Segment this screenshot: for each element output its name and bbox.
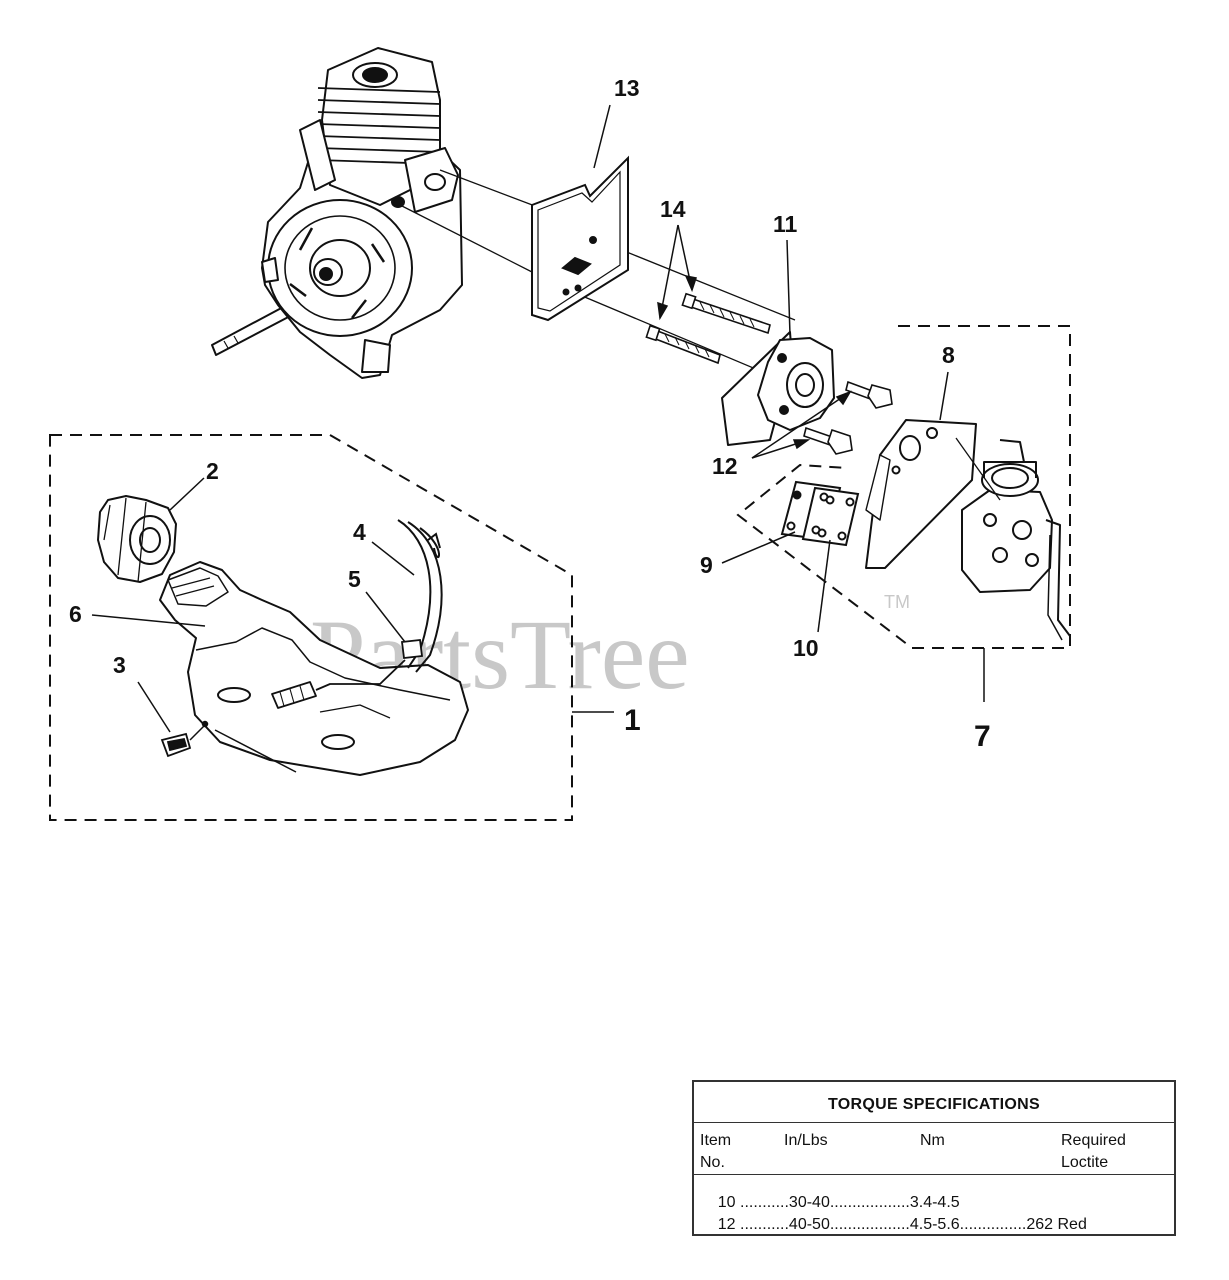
torque-specifications-table: TORQUE SPECIFICATIONS Item No. In/Lbs Nm…	[692, 1080, 1176, 1236]
leader-5	[365, 591, 406, 643]
row-leader: ...........	[735, 1194, 789, 1211]
row-leader: ..................	[829, 1194, 910, 1211]
fuel-lines-4	[397, 519, 443, 673]
leader-3	[137, 681, 297, 773]
callout-3: 3	[113, 652, 126, 678]
callout-8: 8	[942, 342, 955, 368]
row-nm: 4.5-5.6	[909, 1216, 960, 1233]
leader-9	[721, 531, 796, 564]
row-inlbs: 30-40	[788, 1194, 830, 1211]
callout-5: 5	[348, 566, 361, 592]
leader-6	[91, 614, 206, 627]
table-row: 12 ...........40-50..................4.5…	[700, 1198, 1087, 1252]
row-inlbs: 40-50	[788, 1216, 830, 1233]
torque-table-title: TORQUE SPECIFICATIONS	[694, 1082, 1174, 1123]
bolts-12	[803, 380, 893, 455]
gaskets-9-10	[780, 480, 860, 547]
leader-2	[169, 477, 205, 511]
header-inlbs: In/Lbs	[784, 1132, 828, 1149]
fuel-tank-6	[159, 561, 469, 776]
row-leader: ...........	[735, 1216, 789, 1233]
row-item: 10	[717, 1194, 736, 1211]
header-loctite-line2: Loctite	[1061, 1154, 1109, 1171]
kit-7-outline	[736, 325, 1071, 649]
header-item: Item No.	[700, 1130, 731, 1174]
row-leader: ..................	[829, 1216, 910, 1233]
kit-1-outline	[49, 434, 573, 821]
bracket-8	[865, 419, 977, 569]
bracket-carb-line	[955, 437, 1001, 501]
row-item: 12	[717, 1216, 736, 1233]
callout-4: 4	[353, 519, 366, 545]
callout-9: 9	[700, 552, 713, 578]
callout-12: 12	[712, 453, 738, 479]
leader-14	[657, 224, 697, 321]
row-loctite: 262 Red	[1026, 1216, 1087, 1233]
leader-10	[817, 539, 831, 633]
callout-10: 10	[793, 635, 819, 661]
callout-11: 11	[773, 211, 798, 237]
header-item-line1: Item	[700, 1132, 732, 1149]
leader-13	[593, 104, 611, 169]
callout-14: 14	[660, 196, 686, 222]
callout-6: 6	[69, 601, 82, 627]
carburetor	[961, 439, 1071, 641]
leader-11	[786, 239, 791, 336]
row-nm: 3.4-4.5	[909, 1194, 960, 1211]
leader-8	[939, 371, 949, 421]
gasket-13	[531, 155, 629, 322]
row-leader: ...............	[959, 1216, 1027, 1233]
insulator-11	[721, 331, 835, 446]
header-item-line2: No.	[700, 1154, 725, 1171]
vent-3	[160, 732, 192, 758]
watermark-tm: TM	[884, 592, 910, 612]
callout-2: 2	[206, 458, 219, 484]
table-row: 10 ...........30-40..................3.4…	[700, 1176, 960, 1230]
header-nm: Nm	[920, 1132, 945, 1149]
callout-7: 7	[974, 720, 991, 753]
header-loctite: Required Loctite	[1061, 1130, 1126, 1174]
fuel-cap-2	[97, 495, 177, 583]
header-rule	[694, 1174, 1174, 1175]
header-loctite-line1: Required	[1061, 1132, 1126, 1149]
leader-4	[371, 541, 415, 576]
callout-13: 13	[614, 75, 640, 101]
engine-block	[211, 47, 463, 379]
leader-12	[751, 390, 852, 459]
screws-14	[645, 292, 771, 365]
grommet-5	[400, 639, 424, 659]
callout-1: 1	[624, 704, 641, 737]
